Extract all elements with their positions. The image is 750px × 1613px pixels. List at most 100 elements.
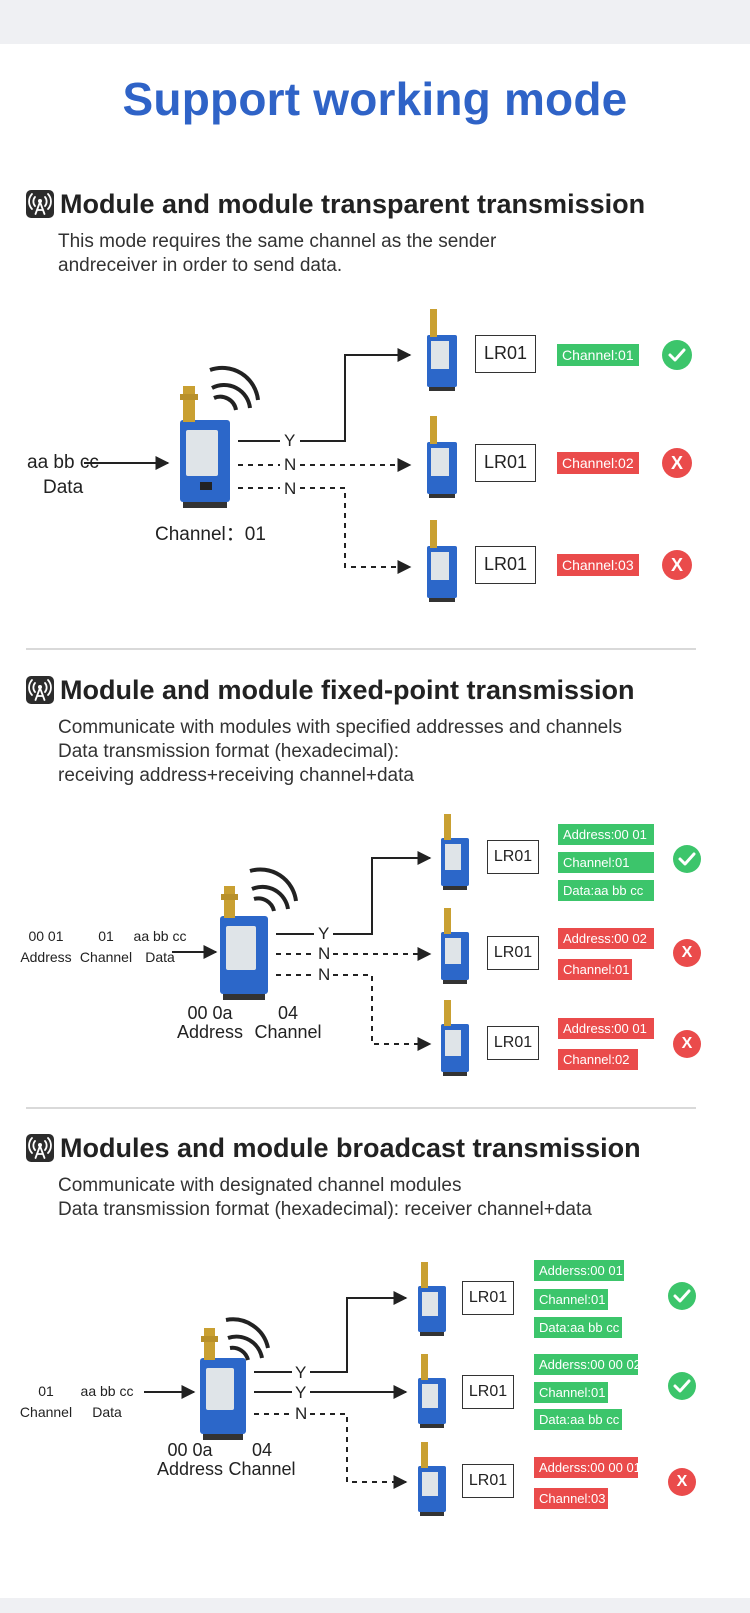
channel-value: 04: [251, 1440, 273, 1460]
receiver-tag: Data:aa bb cc: [534, 1409, 622, 1430]
input-value: 01: [98, 928, 114, 944]
input-label: Data: [92, 1404, 122, 1420]
receiver-label: LR01: [487, 840, 539, 874]
section-fixed-point: Module and module fixed-point transmissi…: [0, 674, 750, 1094]
section-description: Communicate with designated channel modu…: [58, 1174, 592, 1222]
wifi-signal-icon: [249, 867, 298, 912]
receiver-tag: Address:00 01: [558, 1018, 654, 1039]
receiver-tag: Data:aa bb cc: [558, 880, 654, 901]
description-line: andreceiver in order to send data.: [58, 255, 343, 276]
path-label: Y: [284, 431, 296, 450]
channel-label: Channel: [254, 1022, 322, 1042]
receiver-label: LR01: [462, 1464, 514, 1498]
input-value: 01: [38, 1383, 54, 1399]
receiver-tag: Channel:01: [558, 852, 654, 873]
x-circle-icon: X: [662, 448, 692, 478]
description-line: Communicate with designated channel modu…: [58, 1175, 462, 1196]
receiver-label: LR01: [487, 1026, 539, 1060]
path-label: N: [284, 479, 297, 498]
input-value: aa bb cc: [133, 928, 187, 944]
check-circle-icon: [668, 1372, 696, 1400]
section-title: Module and module fixed-point transmissi…: [60, 674, 635, 705]
wifi-signal-icon: [209, 365, 260, 411]
section-title: Modules and module broadcast transmissio…: [60, 1132, 641, 1163]
radio-tower-icon: [26, 1134, 54, 1162]
receiver-label: LR01: [487, 936, 539, 970]
x-circle-icon: X: [662, 550, 692, 580]
page-title: Support working mode: [122, 73, 628, 125]
check-circle-icon: [662, 340, 692, 370]
radio-tower-icon: [26, 190, 54, 218]
receiver-tag: Address:00 02: [558, 928, 654, 949]
sender-input: aa bb cc Data: [74, 1381, 140, 1423]
input-value: 00 01: [28, 928, 64, 944]
sender-module: [180, 386, 230, 508]
sender-channel: 04 Channel: [250, 1004, 326, 1042]
receiver-tag: Channel:03: [557, 554, 639, 576]
path-label: N: [318, 944, 331, 963]
address-value: 00 0a: [187, 1003, 233, 1023]
receiver-tag: Channel:03: [534, 1488, 608, 1509]
receiver-label: LR01: [475, 444, 536, 482]
top-band: [0, 0, 750, 44]
path-label: Y: [318, 924, 330, 943]
sender-data-value: aa bb cc: [27, 452, 99, 473]
receiver-module: [427, 416, 457, 498]
sender-address: 00 0a Address: [152, 1441, 228, 1479]
receiver-label: LR01: [462, 1375, 514, 1409]
sender-channel: 04 Channel: [224, 1441, 300, 1479]
receiver-module: [441, 814, 469, 890]
receiver-tag: Channel:02: [558, 1049, 638, 1070]
section-divider: [26, 648, 696, 650]
receiver-module: [441, 1000, 469, 1076]
address-value: 00 0a: [167, 1440, 213, 1460]
section-description: Communicate with modules with specified …: [58, 716, 622, 788]
receiver-tag: Channel:02: [557, 452, 639, 474]
sender-data-label: Data: [43, 477, 84, 498]
receiver-label: LR01: [462, 1281, 514, 1315]
address-label: Address: [176, 1022, 244, 1042]
receiver-tag: Channel:01: [557, 344, 639, 366]
path-label: N: [284, 455, 297, 474]
x-circle-icon: X: [668, 1468, 696, 1496]
receiver-tag: Adderss:00 00 02: [534, 1354, 641, 1375]
receiver-module: [418, 1442, 446, 1516]
section-broadcast: Modules and module broadcast transmissio…: [0, 1132, 750, 1592]
path-label: N: [295, 1404, 308, 1423]
transmission-diagram: [172, 814, 469, 1076]
channel-label: Channel: [228, 1459, 296, 1479]
section-title: Module and module transparent transmissi…: [60, 188, 646, 219]
receiver-module: [427, 309, 457, 391]
description-line: This mode requires the same channel as t…: [58, 231, 497, 252]
description-line: receiving address+receiving channel+data: [58, 765, 414, 786]
sender-channel: Channel：01: [155, 524, 266, 545]
receiver-tag: Channel:01: [534, 1382, 608, 1403]
radio-tower-icon: [26, 676, 54, 704]
bottom-band: [0, 1598, 750, 1613]
receiver-label: LR01: [475, 546, 536, 584]
section-header: Module and module fixed-point transmissi…: [26, 674, 635, 706]
sender-module: [220, 886, 268, 1000]
path-label: Y: [295, 1383, 307, 1402]
description-line: Data transmission format (hexadecimal): …: [58, 1199, 592, 1220]
address-label: Address: [156, 1459, 224, 1479]
receiver-module: [418, 1354, 446, 1428]
sender-input: aa bb cc Data: [128, 926, 192, 968]
x-circle-icon: X: [673, 939, 701, 967]
transmission-diagram: [84, 309, 457, 602]
receiver-tag: Channel:01: [534, 1289, 608, 1310]
receiver-module: [427, 520, 457, 602]
input-label: Address: [20, 949, 72, 965]
sender-module: [200, 1328, 246, 1440]
input-label: Channel: [19, 1404, 73, 1420]
sender-input: 00 01 Address: [16, 926, 76, 968]
receiver-tag: Adderss:00 01: [534, 1260, 624, 1281]
input-label: Data: [145, 949, 175, 965]
receiver-tag: Adderss:00 00 01: [534, 1457, 641, 1478]
wifi-signal-icon: [225, 1317, 270, 1361]
receiver-label: LR01: [475, 335, 536, 373]
section-header: Module and module transparent transmissi…: [26, 188, 645, 220]
description-line: Data transmission format (hexadecimal):: [58, 741, 400, 762]
path-label: Y: [295, 1363, 307, 1382]
receiver-tag: Address:00 01: [558, 824, 654, 845]
